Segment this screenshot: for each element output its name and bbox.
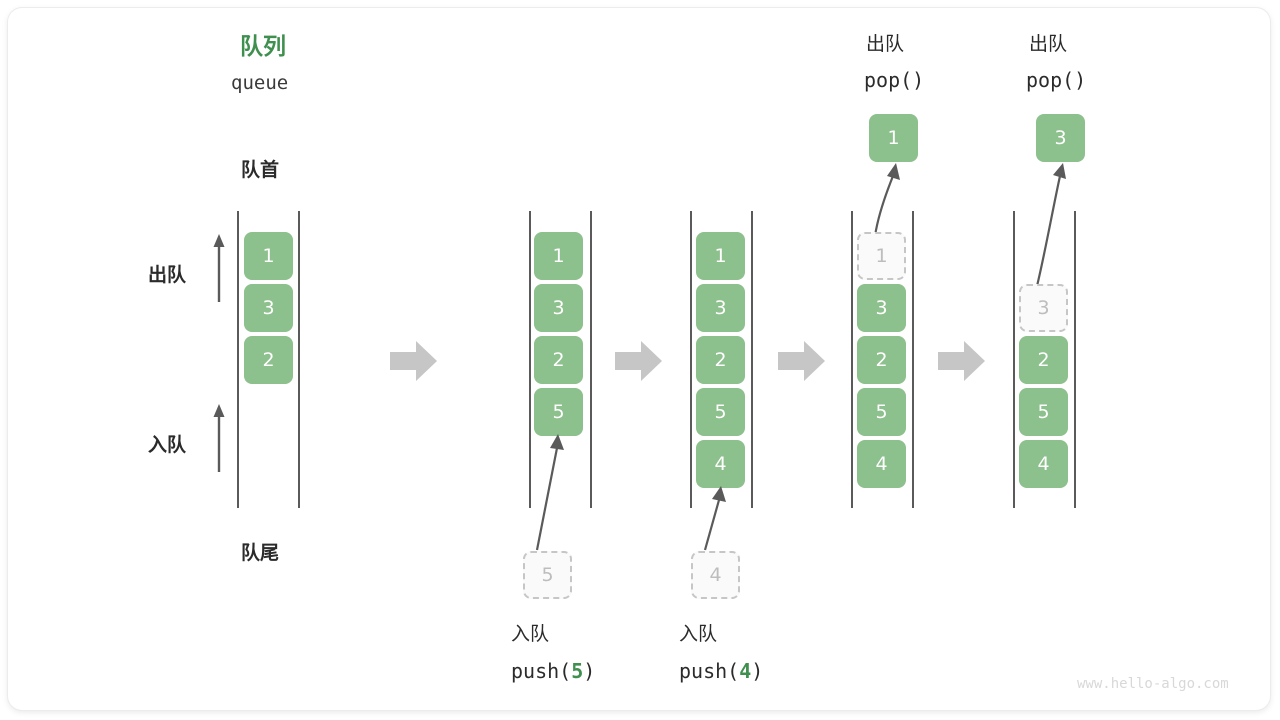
queue-rail-left (237, 211, 239, 508)
operation-code: pop() (864, 70, 924, 90)
queue-ghost-item: 5 (523, 551, 572, 599)
queue-item: 2 (696, 336, 745, 384)
diagram-title-en: queue (231, 72, 289, 94)
operation-label-cn: 出队 (866, 33, 905, 55)
queue-item: 3 (244, 284, 293, 332)
queue-ghost-item: 3 (1019, 284, 1068, 332)
push-arrow-icon (703, 486, 726, 551)
queue-rail-right (590, 211, 592, 508)
queue-ghost-item: 1 (857, 232, 906, 280)
queue-item: 5 (857, 388, 906, 436)
operation-label-cn: 出队 (1029, 33, 1068, 55)
op-code-arg: 5 (571, 659, 584, 683)
queue-rail-right (751, 211, 753, 508)
queue-item: 2 (244, 336, 293, 384)
push-arrow-icon (535, 434, 564, 551)
pop-arrow-icon (1035, 163, 1066, 287)
queue-rail-left (529, 211, 531, 508)
popped-item: 1 (869, 114, 918, 162)
step-transition-arrow-icon (938, 341, 985, 381)
op-code-prefix: pop( (864, 68, 913, 92)
queue-item: 2 (1019, 336, 1068, 384)
queue-rail-left (1013, 211, 1015, 508)
dequeue-direction-arrow-icon (213, 234, 225, 302)
op-code-suffix: ) (751, 659, 764, 683)
watermark: www.hello-algo.com (1077, 676, 1229, 692)
op-code-prefix: pop( (1026, 68, 1075, 92)
queue-rail-left (851, 211, 853, 508)
step-transition-arrow-icon (615, 341, 662, 381)
step-transition-arrow-icon (390, 341, 437, 381)
enqueue-direction-arrow-icon (213, 404, 225, 472)
op-code-suffix: ) (912, 68, 925, 92)
op-code-suffix: ) (583, 659, 596, 683)
queue-item: 5 (696, 388, 745, 436)
queue-item: 4 (857, 440, 906, 488)
queue-item: 2 (534, 336, 583, 384)
operation-code: push(5) (511, 661, 595, 681)
queue-item: 5 (1019, 388, 1068, 436)
operation-label-cn: 入队 (679, 623, 718, 645)
op-code-arg: 4 (739, 659, 752, 683)
queue-item: 1 (696, 232, 745, 280)
popped-item: 3 (1036, 114, 1085, 162)
queue-rail-right (912, 211, 914, 508)
queue-item: 1 (534, 232, 583, 280)
front-label: 队首 (241, 159, 280, 181)
queue-item: 2 (857, 336, 906, 384)
enqueue-label: 入队 (148, 434, 187, 456)
queue-item: 3 (534, 284, 583, 332)
queue-item: 4 (1019, 440, 1068, 488)
queue-rail-left (690, 211, 692, 508)
op-code-prefix: push( (679, 659, 740, 683)
operation-code: push(4) (679, 661, 763, 681)
step-transition-arrow-icon (778, 341, 825, 381)
queue-item: 3 (696, 284, 745, 332)
queue-rail-right (298, 211, 300, 508)
queue-item-new: 4 (696, 440, 745, 488)
operation-code: pop() (1026, 70, 1086, 90)
queue-item: 1 (244, 232, 293, 280)
pop-arrow-icon (873, 163, 900, 237)
dequeue-label: 出队 (148, 264, 187, 286)
queue-ghost-item: 4 (691, 551, 740, 599)
op-code-prefix: push( (511, 659, 572, 683)
operation-label-cn: 入队 (511, 623, 550, 645)
queue-rail-right (1074, 211, 1076, 508)
diagram-title-cn: 队列 (240, 34, 286, 60)
rear-label: 队尾 (241, 542, 280, 564)
queue-item: 3 (857, 284, 906, 332)
op-code-suffix: ) (1074, 68, 1087, 92)
queue-item-new: 5 (534, 388, 583, 436)
